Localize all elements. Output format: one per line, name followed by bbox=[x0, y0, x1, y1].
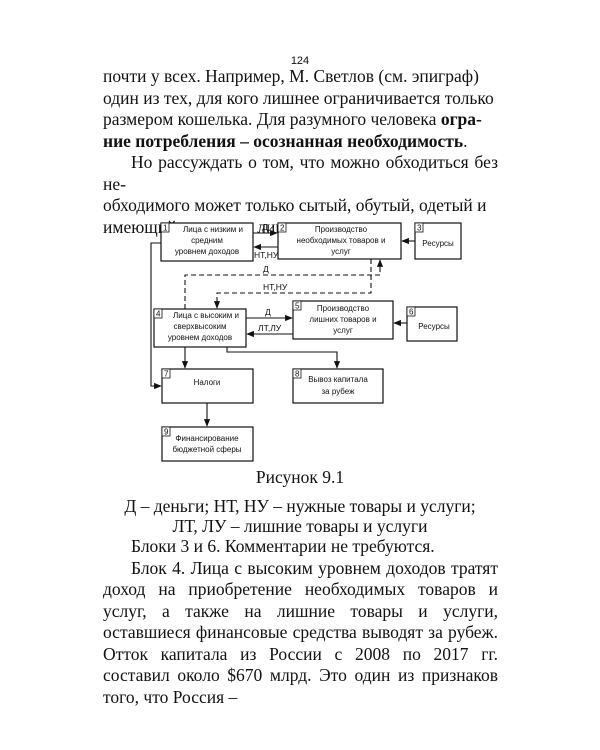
dashed-connectors bbox=[184, 259, 384, 309]
block-text: лишних товаров и bbox=[309, 315, 376, 324]
block-text: сверхвысоким bbox=[174, 322, 227, 331]
text-line: размером кошелька. Для разумного человек… bbox=[103, 109, 498, 131]
block-text: Производство bbox=[315, 225, 368, 234]
label-excess-goods: ЛТ,ЛУ bbox=[258, 323, 282, 333]
label-money: Д bbox=[262, 222, 268, 232]
block-number: 3 bbox=[417, 224, 422, 233]
block-number: 1 bbox=[163, 224, 168, 233]
block-text: услуг bbox=[331, 247, 351, 256]
block-number: 2 bbox=[280, 224, 285, 233]
block-number: 6 bbox=[409, 308, 414, 317]
block-text: Финансирование bbox=[175, 434, 239, 443]
block-text: Лица с высоким и bbox=[173, 311, 239, 320]
block-text: бюджетной сферы bbox=[172, 445, 241, 454]
block-text: необходимых товаров и bbox=[297, 236, 386, 245]
bottom-paragraphs: Блоки 3 и 6. Комментарии не требуются. Б… bbox=[103, 536, 498, 708]
paragraph: Блок 4. Лица с высоким уровнем доходов т… bbox=[103, 557, 498, 707]
block-2: 2 Производство необходимых товаров и усл… bbox=[277, 222, 402, 260]
text-span: размером кошелька. Для разумного человек… bbox=[103, 109, 441, 129]
block-text: Производство bbox=[317, 304, 370, 313]
label-needed-goods: НТ,НУ bbox=[254, 250, 279, 260]
block-text: Ресурсы bbox=[422, 239, 454, 248]
figure-legend: ЛТ, ЛУ – лишние товары и услуги bbox=[172, 516, 428, 536]
text-line: почти у всех. Например, М. Светлов (см. … bbox=[103, 66, 479, 86]
flow-diagram: 1 Лица с низким и средним уровнем доходо… bbox=[150, 222, 462, 462]
label-needed-goods: НТ,НУ bbox=[263, 282, 288, 292]
block-text: услуг bbox=[333, 326, 353, 335]
block-7: 7 Налоги bbox=[161, 368, 254, 404]
block-number: 5 bbox=[295, 302, 300, 311]
text-span: . bbox=[463, 130, 468, 151]
block-number: 9 bbox=[164, 428, 169, 437]
block-text: уровнем доходов bbox=[168, 333, 232, 342]
block-8: 8 Вывоз капитала за рубеж bbox=[292, 368, 384, 404]
figure-caption: Рисунок 9.1 bbox=[255, 467, 345, 487]
page-number: 124 bbox=[290, 55, 310, 67]
block-5: 5 Производство лишних товаров и услуг bbox=[292, 300, 394, 340]
label-money: Д bbox=[265, 307, 271, 317]
text-line: обходимого может только сытый, обутый, о… bbox=[103, 195, 487, 215]
block-6: 6 Ресурсы bbox=[406, 306, 458, 342]
block-1: 1 Лица с низким и средним уровнем доходо… bbox=[160, 222, 254, 262]
label-money: Д bbox=[263, 264, 269, 274]
block-text: Налоги bbox=[194, 378, 221, 387]
block-number: 4 bbox=[156, 310, 161, 319]
block-text: средним bbox=[191, 236, 223, 245]
connectors bbox=[150, 229, 415, 427]
block-number: 7 bbox=[164, 370, 169, 379]
block-text: Лица с низким и bbox=[183, 225, 243, 234]
text-line: ние потребления – осознанная необходимос… bbox=[103, 131, 498, 153]
block-number: 8 bbox=[295, 370, 300, 379]
block-9: 9 Финансирование бюджетной сферы bbox=[161, 426, 254, 462]
text-line: Но рассуждать о том, что можно обходитьс… bbox=[103, 152, 498, 194]
bold-text: огра- bbox=[440, 109, 482, 129]
bold-text: ние потребления – осознанная необходимос… bbox=[103, 130, 464, 151]
block-4: 4 Лица с высоким и сверхвысоким уровнем … bbox=[153, 308, 247, 348]
text-line: один из тех, для кого лишнее ограничивае… bbox=[103, 87, 494, 108]
block-text: уровнем доходов bbox=[175, 247, 239, 256]
paragraph: Блоки 3 и 6. Комментарии не требуются. bbox=[131, 536, 435, 556]
figure-legend: Д – деньги; НТ, НУ – нужные товары и усл… bbox=[124, 496, 476, 516]
block-text: Ресурсы bbox=[418, 322, 450, 331]
block-3: 3 Ресурсы bbox=[414, 222, 462, 260]
block-text: Вывоз капитала bbox=[308, 375, 368, 384]
top-paragraph: почти у всех. Например, М. Светлов (см. … bbox=[103, 66, 498, 238]
block-text: за рубеж bbox=[322, 387, 356, 396]
